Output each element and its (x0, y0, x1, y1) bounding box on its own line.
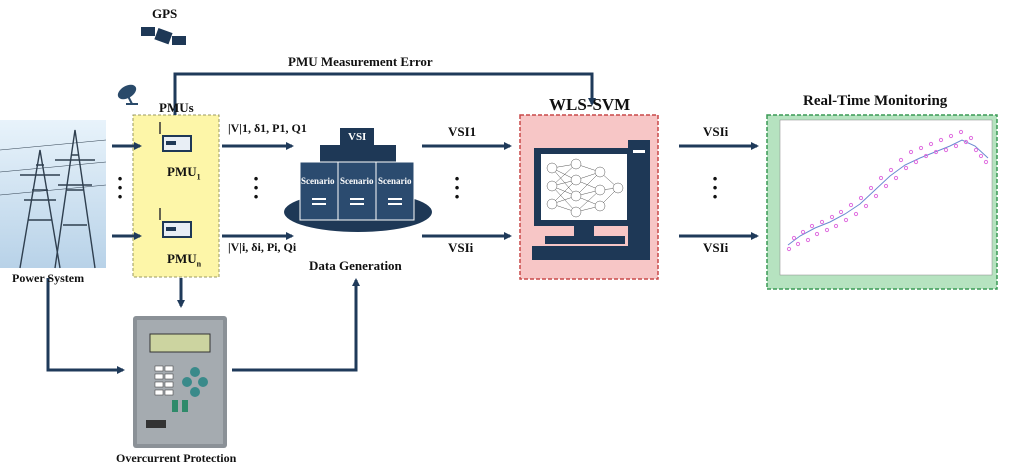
vertical-ellipsis-vsi: ··· (453, 166, 461, 209)
neural-network-icon (546, 158, 624, 218)
measurement-bottom-label: |V|i, δi, Pi, Qi (228, 240, 297, 254)
vsi-est-top-label: VSIi (703, 124, 729, 139)
pmu-n-sub: n (196, 259, 202, 269)
pmus-label: PMUs (159, 100, 194, 115)
relay-device-icon (133, 316, 227, 448)
pmu-device-icon (159, 122, 192, 152)
measurement-error-line (173, 72, 596, 115)
pmu-device-icon (159, 208, 192, 238)
dish-antenna-icon (117, 84, 138, 105)
arrow-relay-datagen (232, 278, 360, 372)
measurement-error-label: PMU Measurement Error (288, 54, 433, 69)
scenario-3-label: Scenario (378, 176, 412, 186)
scenario-1-label: Scenario (301, 176, 335, 186)
satellite-icon (141, 27, 186, 45)
arrow-ps-relay (46, 278, 125, 374)
gps-label: GPS (152, 6, 178, 21)
pmu-n-base: PMU (167, 251, 197, 266)
overcurrent-protection-label: Overcurrent Protection (116, 451, 237, 465)
scenario-2-label: Scenario (340, 176, 374, 186)
vsi-server-label: VSI (348, 131, 367, 143)
vertical-ellipsis-monitor: ··· (711, 166, 719, 209)
pmu-1-sub: 1 (196, 172, 201, 182)
pmu-1-label: PMU1 (167, 164, 201, 182)
measurement-top-label: |V|1, δ1, P1, Q1 (228, 121, 307, 135)
vsi-est-bottom-label: VSIi (703, 240, 729, 255)
pmu-n-label: PMUn (167, 251, 201, 269)
wls-svm-label: WLS-SVM (549, 95, 631, 114)
pmu-1-base: PMU (167, 164, 197, 179)
vsi-bottom-label: VSIi (448, 240, 474, 255)
vertical-ellipsis-pmu: ··· (252, 166, 260, 209)
vsi-top-label: VSI1 (448, 124, 477, 139)
power-system-label: Power System (12, 271, 85, 285)
vertical-ellipsis-ps: ··· (116, 166, 124, 209)
real-time-monitoring-label: Real-Time Monitoring (803, 93, 948, 109)
power-tower-photo (0, 120, 107, 269)
connectors (46, 72, 759, 374)
data-generation-label: Data Generation (309, 258, 402, 273)
server-stack-icon (284, 128, 432, 232)
plot-thumbnail (779, 119, 993, 276)
